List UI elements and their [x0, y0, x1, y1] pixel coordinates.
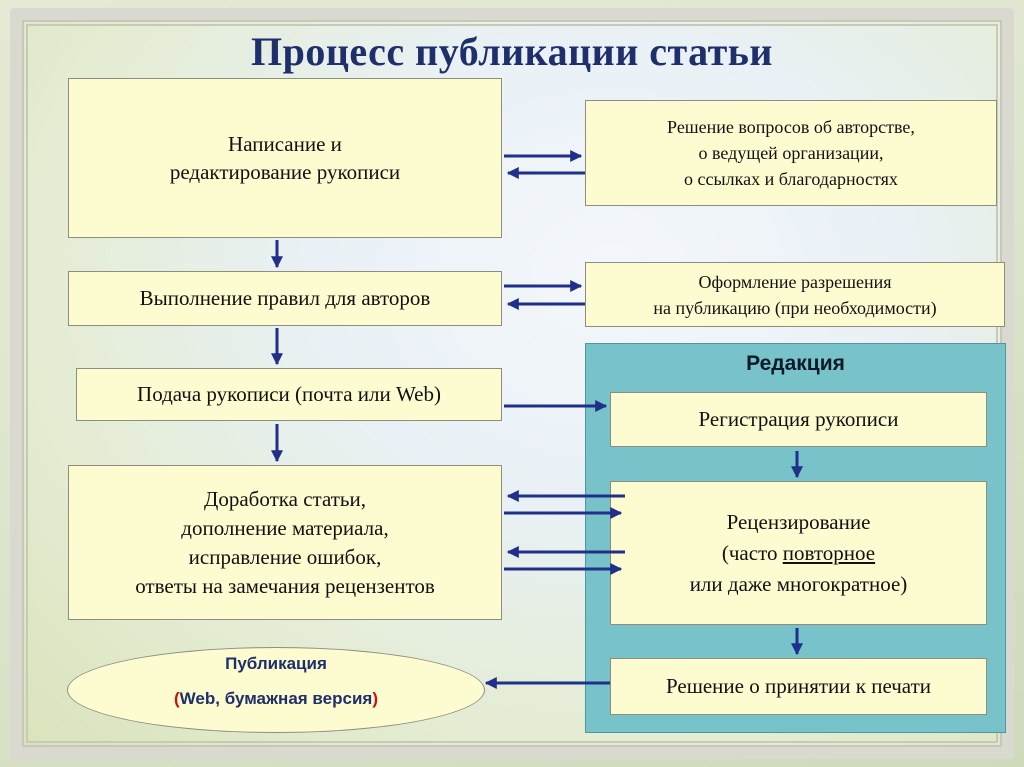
revision-line-2: дополнение материала,	[181, 515, 389, 540]
permission-line-2: на публикацию (при необходимости)	[653, 297, 937, 318]
review-box: Рецензирование (часто повторное или даже…	[610, 481, 987, 625]
review-line-2: (часто повторное	[690, 538, 908, 569]
submission-label: Подача рукописи (почта или Web)	[137, 382, 441, 406]
review-line-2-prefix: (часто	[721, 540, 783, 565]
writing-line-1: Написание и	[228, 132, 342, 156]
publication-formats: (Web, бумажная версия)	[68, 689, 484, 709]
revision-box: Доработка статьи, дополнение материала, …	[68, 465, 502, 620]
authorship-line-2: о ведущей организации,	[698, 143, 884, 163]
paren-open: (	[174, 689, 180, 708]
submission-box: Подача рукописи (почта или Web)	[76, 368, 502, 421]
revision-line-3: исправление ошибок,	[188, 544, 382, 569]
author-rules-box: Выполнение правил для авторов	[68, 271, 502, 326]
revision-line-4: ответы на замечания рецензентов	[135, 573, 435, 598]
permission-box: Оформление разрешения на публикацию (при…	[585, 262, 1005, 327]
slide-title: Процесс публикации статьи	[251, 29, 773, 74]
editorial-title: Редакция	[746, 352, 845, 375]
writing-box: Написание и редактирование рукописи	[68, 78, 502, 238]
registration-box: Регистрация рукописи	[610, 392, 987, 447]
writing-line-2: редактирование рукописи	[169, 160, 401, 184]
permission-line-1: Оформление разрешения	[698, 271, 892, 292]
author-rules-label: Выполнение правил для авторов	[139, 286, 431, 310]
decision-label: Решение о принятии к печати	[665, 674, 932, 698]
authorship-line-3: о ссылках и благодарностях	[684, 169, 898, 189]
review-line-1: Рецензирование	[726, 509, 871, 534]
review-underlined-word: повторное	[782, 540, 876, 565]
publication-ellipse: Публикация (Web, бумажная версия)	[67, 647, 485, 733]
publication-title: Публикация	[225, 654, 327, 673]
decision-box: Решение о принятии к печати	[610, 658, 987, 715]
registration-label: Регистрация рукописи	[698, 407, 899, 431]
review-line-3: или даже многократное)	[689, 571, 908, 596]
authorship-box: Решение вопросов об авторстве, о ведущей…	[585, 100, 997, 206]
publication-formats-text: Web, бумажная версия	[179, 689, 373, 708]
paren-close: )	[372, 689, 378, 708]
authorship-line-1: Решение вопросов об авторстве,	[667, 117, 915, 137]
revision-line-1: Доработка статьи,	[204, 486, 366, 511]
